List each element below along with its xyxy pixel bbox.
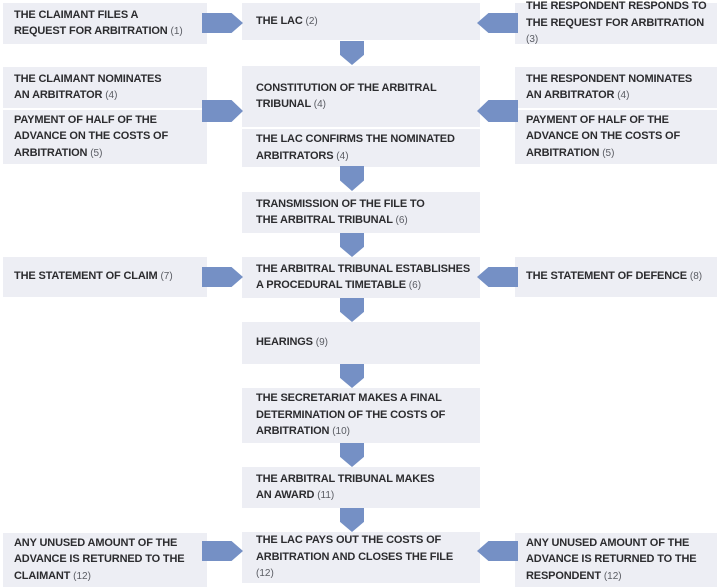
box-secretariat-costs-determination: THE SECRETARIAT MAKES A FINAL DETERMINAT… [242, 388, 480, 443]
box-ref: (12) [603, 570, 622, 582]
box-respondent-responds: THE RESPONDENT RESPONDS TO THE REQUEST F… [515, 0, 717, 46]
box-text: THE LAC CONFIRMS THE NOMINATED ARBITRATO… [256, 133, 455, 162]
box-statement-of-defence: THE STATEMENT OF DEFENCE (8) [515, 257, 717, 297]
box-ref: (4) [617, 90, 630, 101]
left-arrow-icon [477, 100, 518, 122]
box-ref: (6) [395, 215, 408, 226]
box-text: THE LAC [256, 14, 303, 27]
box-text: ANY UNUSED AMOUNT OF THE ADVANCE IS RETU… [14, 536, 185, 582]
box-ref: (12) [73, 570, 91, 582]
box-ref: (4) [105, 90, 118, 101]
right-arrow-icon [202, 267, 243, 287]
box-text: THE ARBITRAL TRIBUNAL MAKES AN AWARD [256, 472, 435, 502]
box-ref: (1) [170, 26, 183, 37]
box-claimant-payment-advance: PAYMENT OF HALF OF THE ADVANCE ON THE CO… [3, 110, 207, 164]
box-statement-of-claim: THE STATEMENT OF CLAIM (7) [3, 257, 207, 297]
box-hearings: HEARINGS (9) [242, 322, 480, 364]
box-ref: (12) [256, 568, 274, 580]
box-text: TRANSMISSION OF THE FILE TO THE ARBITRAL… [256, 197, 425, 227]
box-text: CONSTITUTION OF THE ARBITRAL TRIBUNAL [256, 81, 437, 111]
down-arrow-icon [340, 508, 364, 532]
box-text: THE STATEMENT OF DEFENCE [526, 270, 687, 283]
box-ref: (10) [332, 426, 351, 438]
box-text: THE RESPONDENT NOMINATES AN ARBITRATOR [526, 72, 693, 102]
down-arrow-icon [340, 364, 364, 388]
right-arrow-icon [202, 100, 243, 122]
box-ref: (11) [317, 490, 335, 501]
box-ref: (3) [526, 34, 539, 46]
down-arrow-icon [340, 443, 364, 467]
box-text: ANY UNUSED AMOUNT OF THE ADVANCE IS RETU… [526, 536, 697, 582]
box-text: HEARINGS [256, 336, 313, 349]
box-lac-pays-closes-file: THE LAC PAYS OUT THE COSTS OF ARBITRATIO… [242, 532, 480, 583]
down-arrow-icon [340, 298, 364, 322]
box-text: PAYMENT OF HALF OF THE ADVANCE ON THE CO… [14, 113, 169, 159]
box-constitution-arbitral-tribunal: CONSTITUTION OF THE ARBITRAL TRIBUNAL (4… [242, 66, 480, 127]
box-text: PAYMENT OF HALF OF THE ADVANCE ON THE CO… [526, 113, 681, 159]
down-arrow-icon [340, 41, 364, 65]
down-arrow-icon [340, 233, 364, 257]
box-text: THE SECRETARIAT MAKES A FINAL DETERMINAT… [256, 392, 446, 438]
box-respondent-payment-advance: PAYMENT OF HALF OF THE ADVANCE ON THE CO… [515, 110, 717, 164]
right-arrow-icon [202, 541, 243, 561]
box-respondent-nominates-arbitrator: THE RESPONDENT NOMINATES AN ARBITRATOR (… [515, 67, 717, 108]
box-ref: (6) [408, 280, 422, 291]
box-text: THE LAC PAYS OUT THE COSTS OF ARBITRATIO… [256, 534, 454, 563]
box-ref: (9) [315, 337, 329, 349]
left-arrow-icon [477, 13, 518, 33]
box-ref: (2) [305, 15, 318, 27]
box-tribunal-makes-award: THE ARBITRAL TRIBUNAL MAKES AN AWARD (11… [242, 467, 480, 508]
box-lac-confirms-arbitrators: THE LAC CONFIRMS THE NOMINATED ARBITRATO… [242, 129, 480, 167]
box-procedural-timetable: THE ARBITRAL TRIBUNAL ESTABLISHES A PROC… [242, 257, 480, 298]
box-text: THE RESPONDENT RESPONDS TO THE REQUEST F… [526, 0, 707, 29]
box-ref: (4) [336, 150, 349, 162]
box-text: THE CLAIMANT FILES A REQUEST FOR ARBITRA… [14, 8, 168, 38]
box-ref: (5) [90, 147, 103, 159]
box-text: THE CLAIMANT NOMINATES AN ARBITRATOR [14, 72, 162, 102]
box-text: THE STATEMENT OF CLAIM [14, 270, 158, 283]
box-respondent-refund: ANY UNUSED AMOUNT OF THE ADVANCE IS RETU… [515, 533, 717, 587]
box-claimant-refund: ANY UNUSED AMOUNT OF THE ADVANCE IS RETU… [3, 533, 207, 587]
right-arrow-icon [202, 13, 243, 33]
box-ref: (4) [313, 99, 326, 110]
box-the-lac: THE LAC (2) [242, 3, 480, 40]
box-claimant-files-request: THE CLAIMANT FILES A REQUEST FOR ARBITRA… [3, 3, 207, 44]
box-ref: (5) [602, 147, 615, 159]
box-transmission-of-file: TRANSMISSION OF THE FILE TO THE ARBITRAL… [242, 192, 480, 233]
box-text: THE ARBITRAL TRIBUNAL ESTABLISHES A PROC… [256, 262, 471, 292]
box-claimant-nominates-arbitrator: THE CLAIMANT NOMINATES AN ARBITRATOR (4) [3, 67, 207, 108]
left-arrow-icon [477, 541, 518, 561]
left-arrow-icon [477, 267, 518, 287]
down-arrow-icon [340, 166, 364, 191]
box-ref: (7) [160, 271, 173, 283]
box-ref: (8) [689, 271, 703, 283]
